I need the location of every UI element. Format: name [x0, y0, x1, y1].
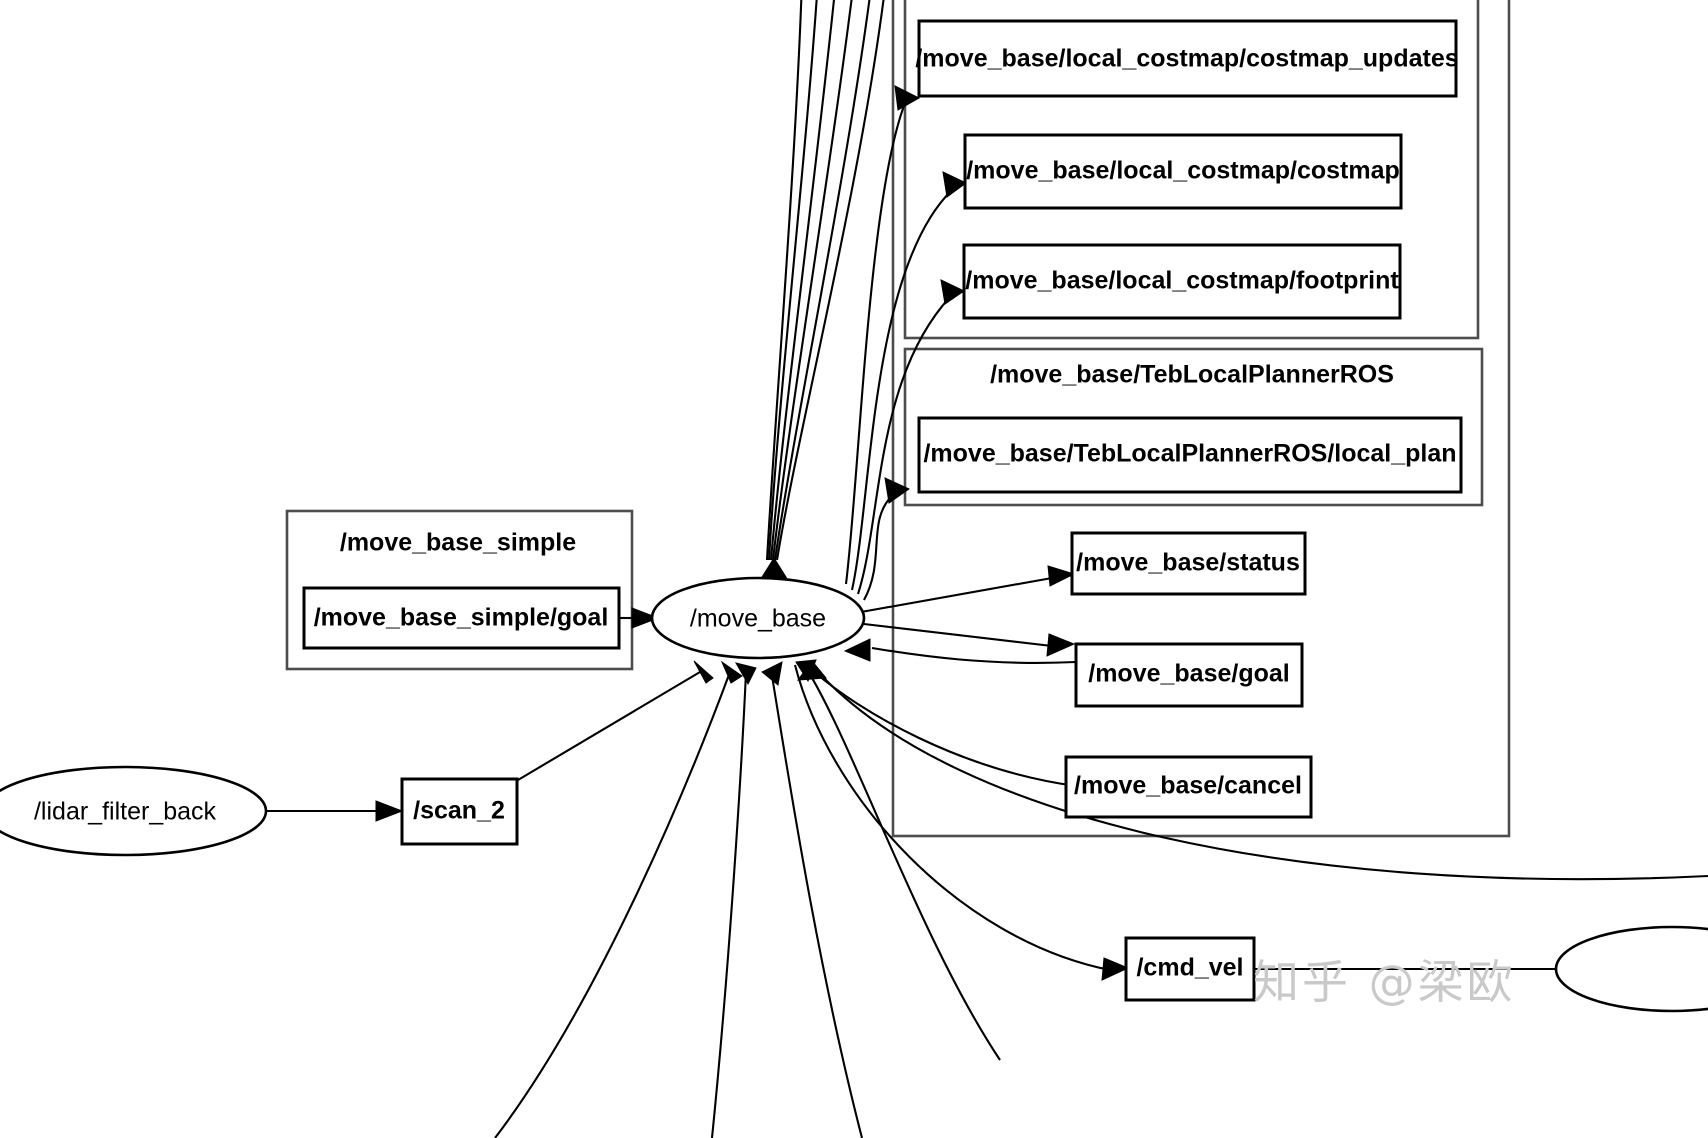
node-label-move-base-cancel: /move_base/cancel: [1074, 772, 1302, 800]
arrowhead-goal-to-move-base: [843, 638, 871, 662]
edge-move-base-to-cmd-vel: [793, 664, 1111, 972]
node-label-local-costmap-footprint: /move_base/local_costmap/footprint: [965, 267, 1399, 295]
node-cmd-vel[interactable]: [1124, 936, 1256, 1002]
node-label-lidar-filter-back: /lidar_filter_back: [34, 798, 217, 826]
node-move-base-status[interactable]: [1070, 531, 1307, 596]
cluster-teb-local-planner-ros: [903, 347, 1484, 507]
arrowhead-scan2-to-move-base: [693, 660, 714, 684]
arrowhead-footprint: [940, 279, 965, 305]
node-label-scan-2: /scan_2: [413, 797, 505, 825]
arrowhead-bottom-in-1: [720, 660, 743, 684]
node-move-base-simple-goal[interactable]: [302, 586, 621, 650]
arrowhead-local-plan: [884, 477, 911, 504]
cluster-label-teb-local-planner-ros: /move_base/TebLocalPlannerROS: [990, 361, 1394, 389]
edge-incoming-top-2: [767, 0, 818, 561]
edge-incoming-top-5: [773, 0, 871, 561]
edge-move-base-to-right-offscreen: [821, 675, 1708, 881]
arrowhead-status: [1047, 565, 1076, 587]
node-label-move-base-simple-goal: /move_base_simple/goal: [314, 604, 609, 632]
edge-move-base-to-goal: [863, 622, 1053, 648]
edge-move-base-to-costmap-updates: [844, 102, 906, 585]
node-label-teb-local-plan: /move_base/TebLocalPlannerROS/local_plan: [923, 440, 1456, 468]
arrowhead-simple-goal: [631, 607, 660, 629]
node-label-local-costmap-costmap: /move_base/local_costmap/costmap: [966, 157, 1400, 185]
edge-scan2-to-move-base: [517, 671, 701, 781]
edge-incoming-top-6: [775, 0, 885, 561]
node-local-costmap-footprint[interactable]: [962, 243, 1402, 320]
node-label-cmd-vel: /cmd_vel: [1136, 954, 1243, 982]
arrowhead-goal: [1046, 633, 1076, 657]
node-label-move-base-status: /move_base/status: [1076, 549, 1300, 577]
edge-bottom-in-3: [770, 675, 864, 1138]
cluster-label-move-base-simple: /move_base_simple: [340, 529, 576, 557]
edge-bottom-in-4: [805, 667, 1001, 1061]
node-label-local-costmap-costmap-updates: /move_base/local_costmap/costmap_updates: [915, 45, 1458, 73]
node-lidar-filter-back[interactable]: [0, 765, 268, 857]
node-move-base[interactable]: [650, 576, 866, 660]
arrowhead-costmap-updates: [894, 85, 921, 111]
edge-incoming-top-3: [769, 0, 836, 561]
edge-goal-to-move-base: [871, 646, 1077, 664]
edge-bottom-in-2: [710, 671, 748, 1138]
edge-move-base-to-status: [860, 576, 1053, 614]
arrowhead-bottom-in-2: [734, 662, 757, 686]
arrowhead-costmap: [942, 171, 967, 198]
node-local-costmap-costmap[interactable]: [963, 133, 1403, 210]
cluster-local-costmap: [903, 0, 1480, 340]
edge-cancel-to-move-base: [811, 669, 1077, 788]
arrowhead-bottom-in-4: [795, 659, 817, 683]
node-label-move-base-goal: /move_base/goal: [1088, 660, 1289, 688]
node-scan-2[interactable]: [400, 777, 519, 846]
node-local-costmap-costmap-updates[interactable]: [917, 19, 1458, 98]
edge-move-base-to-footprint: [857, 296, 951, 595]
cluster-move-base-simple: [285, 509, 634, 671]
edge-move-base-to-costmap: [850, 189, 953, 591]
node-move-base-cancel[interactable]: [1064, 755, 1313, 819]
edge-bottom-in-1: [494, 671, 731, 1138]
cluster-move-base-outer: [891, 0, 1511, 838]
node-label-move-base: /move_base: [690, 605, 826, 633]
edge-incoming-top-4: [771, 0, 853, 561]
edge-incoming-top-1: [765, 0, 803, 561]
arrowhead-cmd-vel: [1101, 957, 1130, 981]
node-right-offscreen-ellipse[interactable]: [1554, 925, 1708, 1013]
arrowhead-lidar-to-scan2: [375, 800, 404, 822]
node-teb-local-plan[interactable]: [917, 416, 1463, 494]
node-move-base-goal[interactable]: [1074, 642, 1304, 708]
edge-move-base-to-local-plan: [863, 494, 894, 601]
arrowhead-bottom-in-3: [761, 661, 783, 686]
